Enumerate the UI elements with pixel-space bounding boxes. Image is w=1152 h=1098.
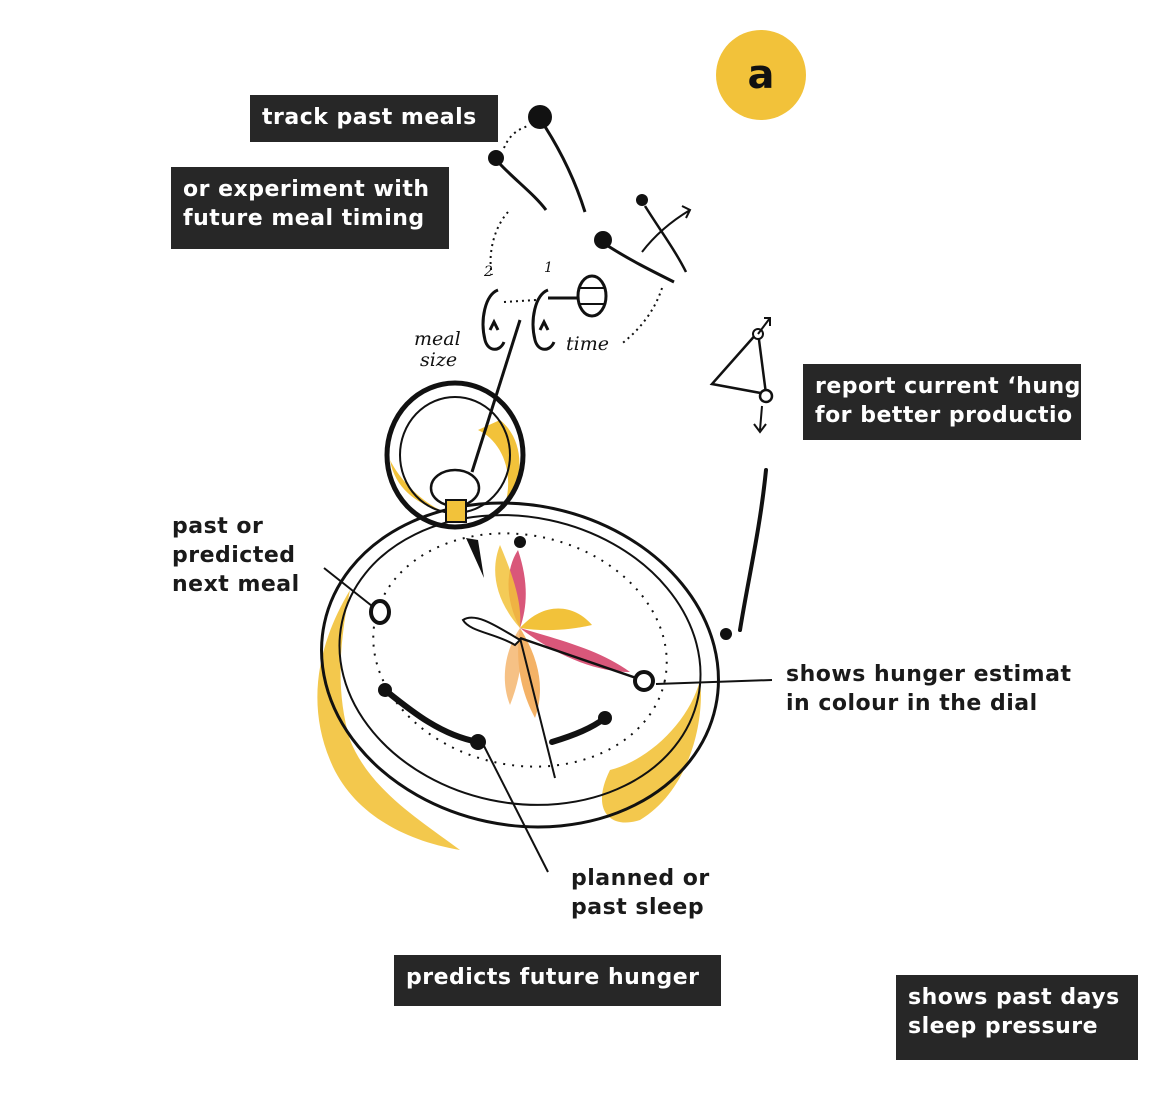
sleep-arc-left: [382, 687, 481, 745]
sleep-dot-c: [598, 711, 612, 725]
callout-past-days-sleep-line-2: sleep pressure: [908, 1014, 1099, 1039]
annotation-hunger-line-1: shows hunger estimat: [786, 662, 1072, 687]
burger-icon: [576, 274, 608, 318]
meal-size-knob: [481, 288, 506, 351]
hunger-marker: [633, 670, 655, 692]
handwriting-one: 1: [544, 260, 553, 276]
callout-experiment-line-2: future meal timing: [183, 206, 425, 231]
pin-head-1: [528, 105, 552, 129]
hunger-report-arrow-down: [753, 405, 767, 434]
pin-stem-2: [498, 162, 548, 211]
watch-stem: [445, 499, 467, 523]
watch-hand-down: [519, 637, 556, 779]
leader-ring: [470, 319, 522, 473]
callout-report-hunger-line-1: report current ‘hunger’: [815, 374, 1081, 399]
handwriting-time: time: [566, 333, 609, 355]
time-knob: [531, 288, 556, 351]
hunger-petal-orange-top: [495, 545, 521, 628]
hunger-petal-yellow-right: [520, 608, 592, 631]
handwriting-two: 2: [483, 264, 493, 280]
callout-predicts-future-hunger-text: predicts future hunger: [406, 965, 700, 990]
callout-past-days-sleep-line-1: shows past days: [908, 985, 1120, 1010]
watch-bezel: [338, 514, 702, 806]
annotation-sleep-line-1: planned or: [571, 866, 710, 891]
hunger-report-triangle: [709, 329, 768, 396]
callout-report-hunger: report current ‘hunger’ for better produ…: [803, 364, 1081, 440]
callout-track-past-meals: track past meals: [250, 95, 498, 142]
annotation-meal-line-1: past or: [172, 514, 264, 539]
handwriting-size: size: [420, 349, 457, 371]
callout-predicts-future-hunger: predicts future hunger: [394, 955, 721, 1006]
hunger-report-dot-bottom: [758, 388, 774, 404]
pin-stem-3: [607, 244, 675, 284]
sleep-dot-a: [378, 683, 392, 697]
pin-stem-1: [542, 124, 587, 213]
body-shading-right: [601, 680, 701, 823]
leader-hunger: [655, 679, 773, 685]
hunger-petal-pink-right: [520, 628, 630, 672]
pin-head-2: [488, 150, 504, 166]
leader-report: [738, 468, 768, 632]
crossing-arrow: [641, 205, 692, 253]
watch-hand-main: [461, 616, 522, 647]
pin-head-4: [636, 194, 648, 206]
pin-stem-4: [643, 205, 688, 273]
dotted-path-left: [489, 211, 509, 276]
leader-meal: [323, 567, 373, 607]
watch-hand-long: [519, 636, 643, 682]
leader-sleep: [483, 745, 549, 873]
dotted-link: [503, 299, 537, 303]
panel-label-badge: a: [716, 30, 806, 120]
annotation-hunger-estimate: shows hunger estimat in colour in the di…: [786, 660, 1071, 718]
hunger-petal-orange-left: [504, 628, 522, 705]
watch-case: [320, 501, 720, 829]
annotation-sleep-line-2: past sleep: [571, 895, 705, 920]
annotation-sleep: planned or past sleep: [571, 864, 710, 922]
meal-marker: [369, 599, 391, 625]
watch-top-marker: [466, 538, 484, 578]
annotation-hunger-line-2: in colour in the dial: [786, 691, 1038, 716]
callout-experiment-line-1: or experiment with: [183, 177, 430, 202]
dial-top-dot: [514, 536, 526, 548]
body-shading-left: [317, 590, 460, 850]
callout-past-days-sleep: shows past days sleep pressure: [896, 975, 1138, 1060]
annotation-meal: past or predicted next meal: [172, 512, 300, 599]
callout-report-hunger-line-2: for better productio: [815, 403, 1073, 428]
watch-ring: [384, 380, 526, 530]
dotted-path-right: [619, 287, 663, 346]
side-button: [720, 628, 732, 640]
callout-experiment: or experiment with future meal timing: [171, 167, 449, 249]
sleep-arc-right: [549, 715, 608, 745]
pin-head-3: [594, 231, 612, 249]
hunger-report-arrow-up: [757, 317, 771, 335]
arrow-dotted-1: [503, 125, 529, 149]
handwriting-meal: meal: [414, 328, 461, 350]
sleep-dot-b: [470, 734, 486, 750]
annotation-meal-line-3: next meal: [172, 572, 300, 597]
callout-track-past-meals-text: track past meals: [262, 105, 477, 130]
annotation-meal-line-2: predicted: [172, 543, 296, 568]
